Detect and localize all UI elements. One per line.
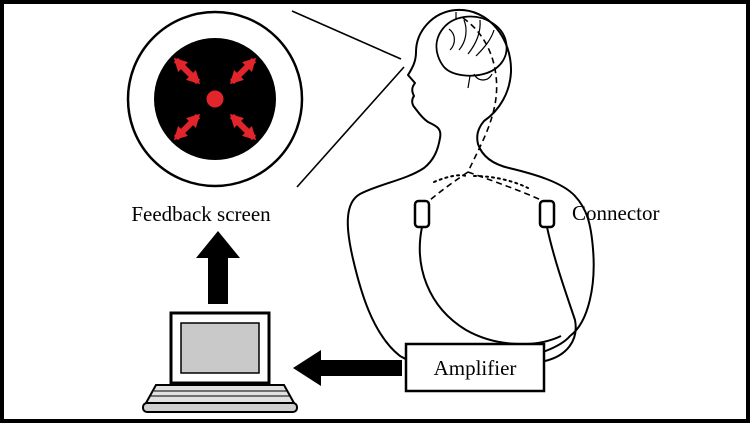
wire-right: [544, 226, 577, 362]
connector-right-icon: [538, 199, 556, 229]
brain-icon: [435, 15, 508, 77]
connector-label: Connector: [572, 201, 659, 225]
expand-arrow-nw: [173, 57, 201, 85]
laptop-icon: [142, 311, 298, 413]
clavicle-dots: [433, 174, 529, 189]
laptop-front-edge: [142, 402, 298, 413]
human-figure-icon: [346, 8, 595, 370]
connector-left-icon: [413, 199, 431, 229]
amplifier-label: Amplifier: [434, 356, 517, 380]
fixation-dot: [206, 90, 224, 108]
arrow-up-icon: [196, 231, 240, 304]
bci-diagram: Amplifier Feedback screen Connector: [126, 8, 659, 413]
arrow-left-icon: [293, 350, 402, 386]
sight-lines: [291, 10, 405, 188]
expand-arrow-se: [229, 113, 257, 141]
laptop-keyboard: [144, 384, 296, 404]
feedback-screen-icon: [126, 10, 304, 188]
expand-arrow-ne: [229, 57, 257, 85]
expansion-arrows: [173, 57, 257, 141]
amplifier-box: Amplifier: [404, 342, 546, 393]
sight-line-bottom: [296, 66, 405, 188]
feedback-screen-label: Feedback screen: [131, 202, 271, 226]
lead-wire-dashed: [429, 17, 542, 201]
body-outline: [346, 8, 595, 370]
amplifier-rect: [404, 342, 546, 393]
laptop-display: [180, 322, 260, 374]
expand-arrow-sw: [173, 113, 201, 141]
sight-line-top: [291, 10, 402, 60]
